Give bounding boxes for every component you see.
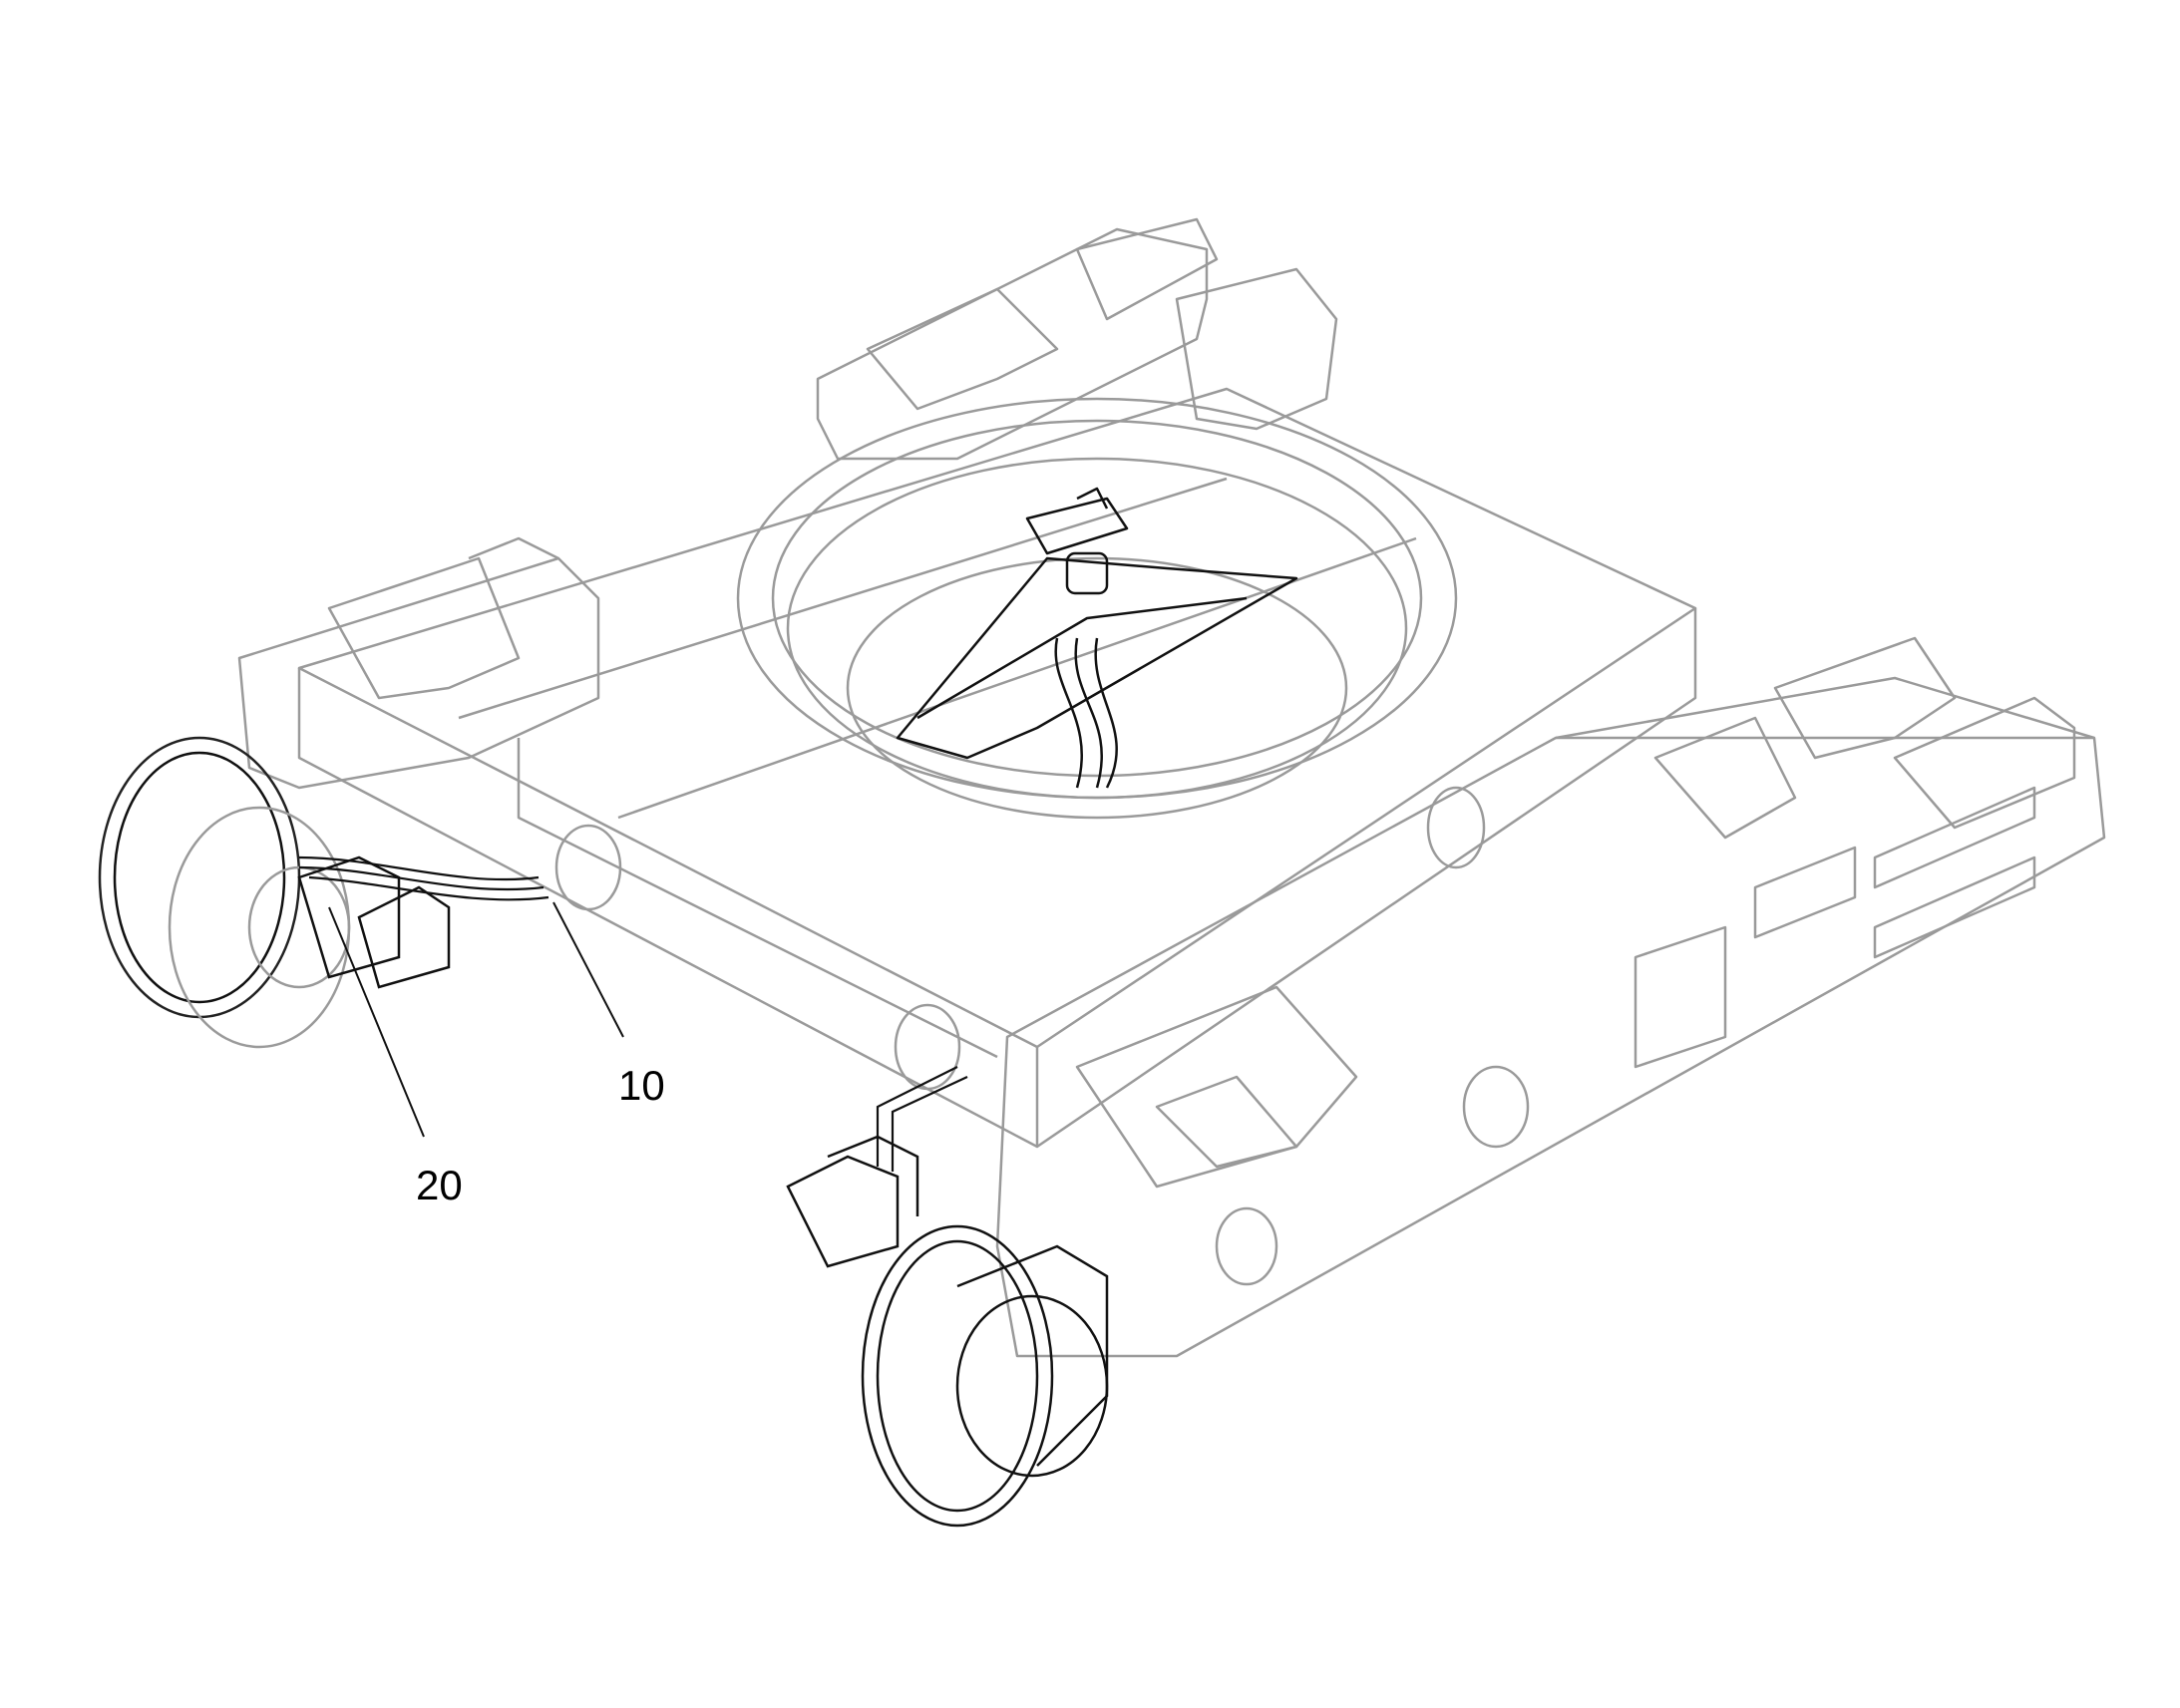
left-hoses: [298, 855, 549, 901]
callout-10-label: 10: [618, 1062, 665, 1109]
leader-lines: [328, 901, 624, 1138]
rear-right-track-frame: [816, 217, 1338, 461]
right-sprocket: [786, 1135, 1109, 1528]
left-sprocket: [98, 736, 451, 1049]
rotary-joint: [896, 487, 1298, 789]
frame-outline: [297, 387, 1697, 1149]
right-hoses: [876, 1066, 968, 1172]
right-track-frame: [995, 636, 2106, 1358]
callout-20-label: 20: [416, 1162, 463, 1208]
rear-left-track-frame: [237, 536, 600, 790]
frame-holes: [554, 786, 1530, 1286]
slewing-ring: [736, 397, 1458, 820]
